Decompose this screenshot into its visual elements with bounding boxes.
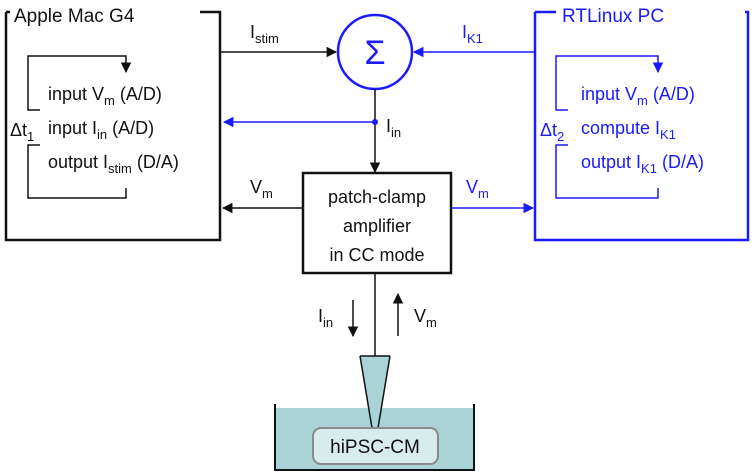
vm-right-label: Vm xyxy=(466,177,489,201)
iin-tap-arrow xyxy=(222,116,378,128)
rt-line-1: input Vm (A/D) xyxy=(581,84,695,108)
rt-loop-label: Δt2 xyxy=(540,120,564,144)
vm-bottom-arrow: Vm xyxy=(392,292,437,336)
iin-arrow: Iin xyxy=(369,89,401,174)
ik1-arrow: IK1 xyxy=(412,22,535,58)
vm-bottom-label: Vm xyxy=(414,306,437,330)
vm-right-arrow: Vm xyxy=(451,177,535,214)
iin-bottom-arrow: Iin xyxy=(318,300,359,338)
amplifier-box: patch-clamp amplifier in CC mode xyxy=(301,171,453,275)
mac-box: Apple Mac G4 Δt1 input Vm (A/D) input Ii… xyxy=(4,6,222,242)
sum-node: Σ xyxy=(336,13,414,91)
rt-line-2: compute IK1 xyxy=(581,118,676,142)
sum-symbol: Σ xyxy=(364,34,385,72)
amp-line-2: amplifier xyxy=(343,216,411,236)
rt-title: RTLinux PC xyxy=(562,6,664,27)
junction-dot xyxy=(372,119,378,125)
rt-line-3: output IK1 (D/A) xyxy=(581,152,704,176)
vm-left-label: Vm xyxy=(250,177,273,201)
amp-line-1: patch-clamp xyxy=(328,187,426,207)
rt-loop: Δt2 xyxy=(540,55,664,199)
ik1-label: IK1 xyxy=(462,22,483,46)
istim-label: Istim xyxy=(250,22,279,46)
cell-label: hiPSC-CM xyxy=(330,437,420,458)
rt-box: RTLinux PC Δt2 input Vm (A/D) compute IK… xyxy=(533,6,750,242)
iin-top-label: Iin xyxy=(386,116,401,140)
mac-loop: Δt1 xyxy=(10,55,132,199)
amp-line-3: in CC mode xyxy=(329,245,424,265)
iin-bottom-label: Iin xyxy=(318,306,333,330)
mac-line-2: input Iin (A/D) xyxy=(48,118,154,142)
mac-title: Apple Mac G4 xyxy=(14,6,135,27)
mac-loop-label: Δt1 xyxy=(10,120,34,144)
mac-line-1: input Vm (A/D) xyxy=(48,84,162,108)
vm-left-arrow: Vm xyxy=(221,177,303,214)
pipette xyxy=(359,355,391,429)
istim-arrow: Istim xyxy=(220,22,338,58)
mac-line-3: output Istim (D/A) xyxy=(48,152,179,176)
cell: hiPSC-CM xyxy=(312,427,439,465)
